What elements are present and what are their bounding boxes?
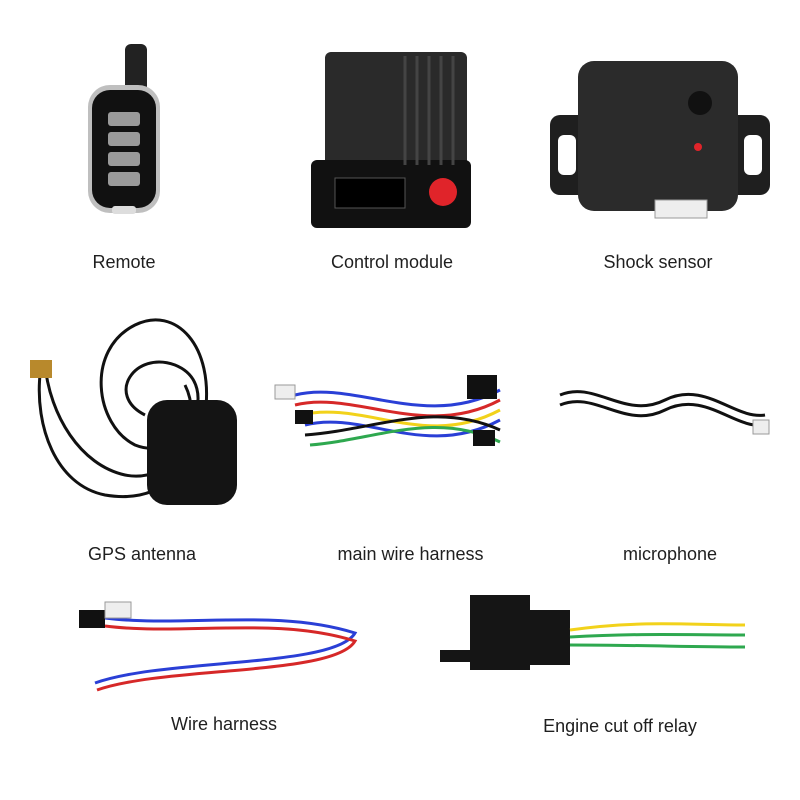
main-wire-harness-image (274, 375, 501, 447)
remote-image (88, 44, 160, 214)
main-wire-harness-label: main wire harness (337, 544, 484, 564)
shock-sensor-label: Shock sensor (603, 252, 713, 272)
microphone-image (559, 390, 770, 435)
wire-harness-image (79, 601, 358, 692)
shock-sensor-image (550, 61, 770, 219)
gps-antenna-label: GPS antenna (87, 544, 197, 564)
microphone-label: microphone (622, 544, 718, 564)
control-module-label: Control module (330, 252, 454, 272)
engine-cut-off-relay-image (440, 595, 746, 670)
remote-label: Remote (92, 252, 156, 272)
gps-antenna-image (30, 318, 237, 505)
wire-harness-label: Wire harness (170, 714, 278, 734)
control-module-image (311, 52, 471, 228)
engine-cut-off-relay-label: Engine cut off relay (543, 716, 697, 736)
